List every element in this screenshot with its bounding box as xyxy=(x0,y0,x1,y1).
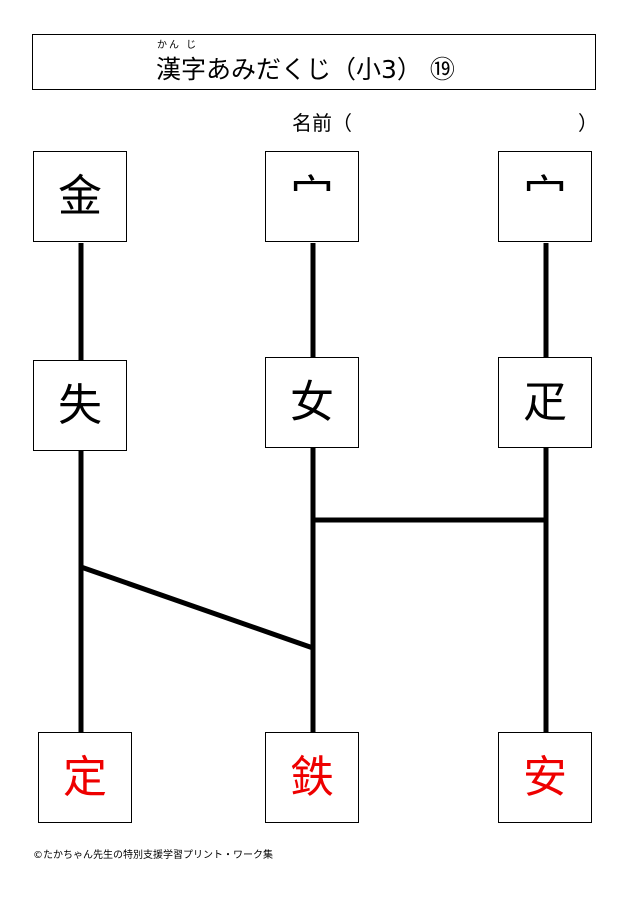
middle-box-center: 女 xyxy=(265,357,359,448)
bottom-box-left: 定 xyxy=(38,732,132,823)
top-box-left-glyph: 金 xyxy=(58,170,102,222)
top-box-center-glyph: 宀 xyxy=(290,170,334,222)
top-box-left: 金 xyxy=(33,151,127,242)
top-box-right-glyph: 宀 xyxy=(523,170,567,222)
title-box xyxy=(32,34,596,90)
middle-box-left: 失 xyxy=(33,360,127,451)
title-ruby: かん じ xyxy=(157,40,199,51)
middle-box-center-glyph: 女 xyxy=(290,376,334,428)
bottom-box-center-glyph: 鉄 xyxy=(290,751,334,803)
top-box-center: 宀 xyxy=(265,151,359,242)
footer-credit: ©たかちゃん先生の特別支援学習プリント・ワーク集 xyxy=(33,850,273,861)
rung-left-center-diagonal xyxy=(80,564,314,651)
middle-box-right-glyph: 疋 xyxy=(523,376,567,428)
bottom-box-right: 安 xyxy=(498,732,592,823)
bottom-box-center: 鉄 xyxy=(265,732,359,823)
bottom-box-left-glyph: 定 xyxy=(63,751,107,803)
name-label: 名前（ xyxy=(292,111,352,135)
page-title: 漢字あみだくじ（小3） ⑲ xyxy=(156,55,455,84)
bottom-box-right-glyph: 安 xyxy=(523,751,567,803)
middle-box-left-glyph: 失 xyxy=(58,379,102,431)
name-field-close: ） xyxy=(578,111,598,135)
top-box-right: 宀 xyxy=(498,151,592,242)
middle-box-right: 疋 xyxy=(498,357,592,448)
